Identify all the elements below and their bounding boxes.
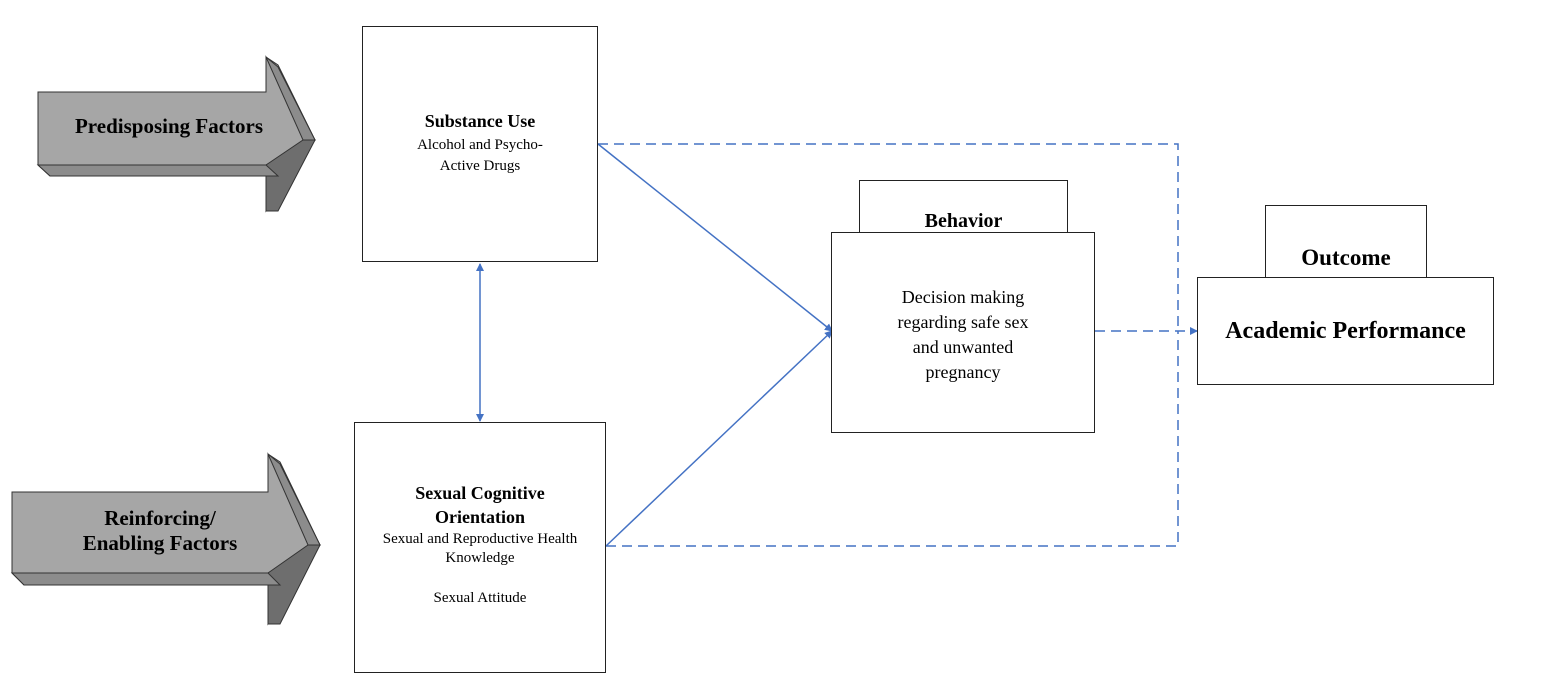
sexual-cognitive-line2: Knowledge <box>445 550 515 567</box>
academic-performance-label: Academic Performance <box>1225 318 1466 344</box>
sexual-cognitive-orientation-box: Sexual Cognitive Orientation Sexual and … <box>354 422 606 673</box>
outcome-box: Academic Performance <box>1197 277 1494 385</box>
reinforcing-label-line2: Enabling Factors <box>82 531 238 556</box>
predisposing-factors-label: Predisposing Factors <box>74 114 264 138</box>
behavior-header-tab: Behavior <box>859 180 1068 240</box>
substance-use-title: Substance Use <box>424 111 536 131</box>
outcome-header: Outcome <box>1301 245 1391 270</box>
behavior-line3: and unwanted <box>912 337 1014 357</box>
substance-to-outcome-dashed-connector <box>598 143 1179 331</box>
behavior-box: Decision making regarding safe sex and u… <box>831 232 1095 433</box>
behavior-header: Behavior <box>924 210 1003 232</box>
reinforcing-label-line1: Reinforcing/ <box>104 506 216 530</box>
behavior-line1: Decision making <box>901 287 1025 307</box>
outcome-header-tab: Outcome <box>1265 205 1427 287</box>
substance-use-line1: Alcohol and Psycho- <box>417 136 543 153</box>
sexual-cognitive-line1: Sexual and Reproductive Health <box>382 531 578 548</box>
substance-use-line2: Active Drugs <box>439 157 521 174</box>
behavior-line4: pregnancy <box>925 362 1001 382</box>
sexual-cognitive-title-line1: Sexual Cognitive <box>415 483 545 503</box>
sexual-to-behavior-connector <box>605 330 833 547</box>
substance-use-box: Substance Use Alcohol and Psycho- Active… <box>362 26 598 262</box>
substance-to-behavior-connector <box>597 143 833 332</box>
reinforcing-factors-label: Reinforcing/ Enabling Factors <box>14 506 306 556</box>
sexual-cognitive-line3: Sexual Attitude <box>433 590 527 607</box>
reinforcing-factors-arrow <box>10 452 321 626</box>
behavior-line2: regarding safe sex <box>897 312 1029 332</box>
sexual-cognitive-title-line2: Orientation <box>435 506 525 527</box>
predisposing-factors-arrow <box>36 55 316 213</box>
